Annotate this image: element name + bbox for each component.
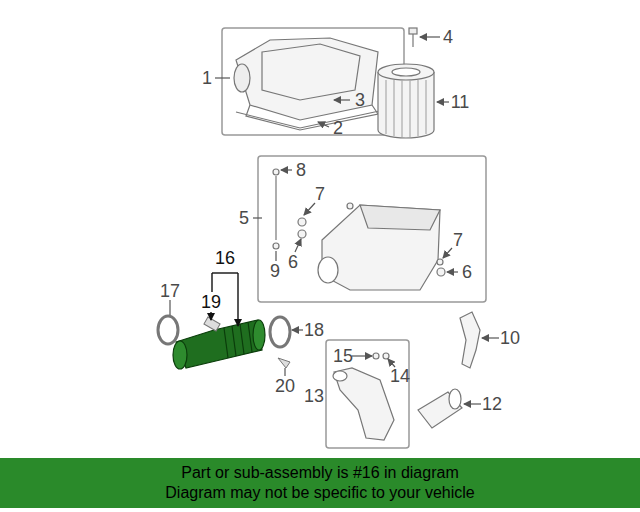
callout-number: 17 (159, 282, 181, 300)
callout-number: 18 (303, 321, 325, 339)
notice-text: Diagram may not be specific to your vehi… (0, 483, 640, 503)
notice-band: Part or sub-assembly is #16 in diagramDi… (0, 458, 640, 508)
callout-number: 6 (461, 263, 473, 281)
callout-number: 14 (389, 367, 411, 385)
callout-number: 7 (452, 231, 464, 249)
callout-number: 4 (442, 28, 454, 46)
callout-number: 6 (287, 253, 299, 271)
callout-number: 8 (295, 161, 307, 179)
callout-number: 5 (238, 209, 250, 227)
callout-number: 19 (200, 293, 222, 311)
callout-number: 16 (214, 249, 236, 267)
notice-text: Part or sub-assembly is #16 in diagram (0, 463, 640, 483)
callout-number: 12 (481, 395, 503, 413)
callout-number: 20 (274, 377, 296, 395)
callout-number: 7 (314, 185, 326, 203)
callout-number: 10 (499, 329, 521, 347)
callout-number: 11 (450, 93, 471, 111)
callout-number: 9 (269, 262, 281, 280)
callout-number: 1 (201, 69, 213, 87)
callout-number: 3 (354, 91, 366, 109)
callout-number: 2 (332, 119, 344, 137)
callout-number: 13 (303, 387, 325, 405)
callout-number: 15 (332, 347, 354, 365)
